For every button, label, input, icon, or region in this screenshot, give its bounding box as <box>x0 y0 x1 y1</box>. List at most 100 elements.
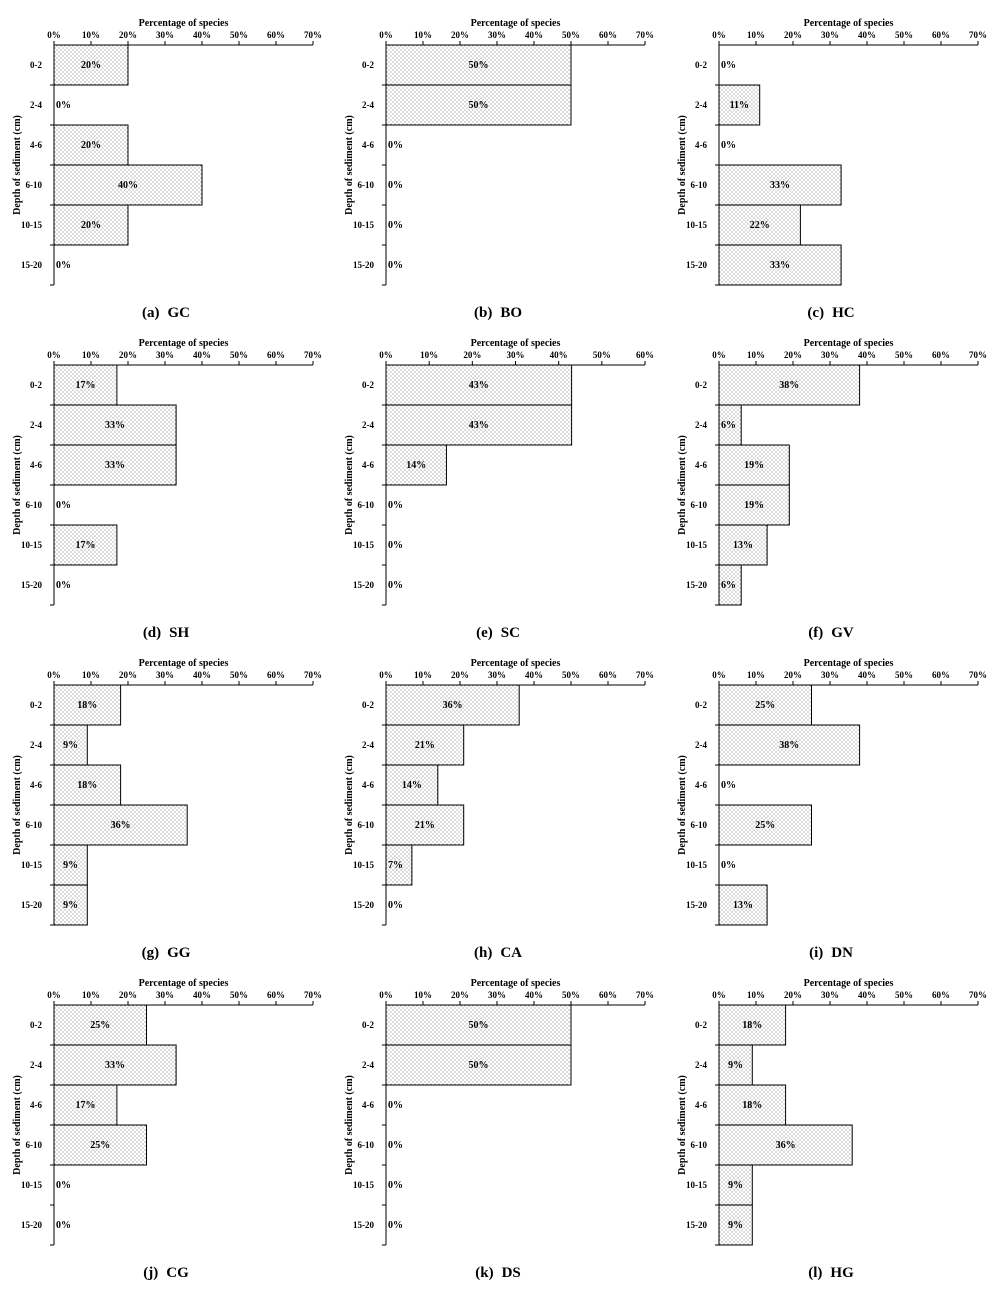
y-axis-title: Depth of sediment (cm) <box>12 115 23 215</box>
x-tick-label: 30% <box>488 990 506 1000</box>
y-tick-label: 15-20 <box>686 260 707 270</box>
bar <box>718 564 742 606</box>
y-axis-title: Depth of sediment (cm) <box>12 755 23 855</box>
data-label: 9% <box>728 1220 743 1231</box>
panel-caption: (h)CA <box>332 945 664 962</box>
y-tick-label: 15-20 <box>353 580 374 590</box>
y-axis-title: Depth of sediment (cm) <box>677 435 688 535</box>
panel-caption: (f)GV <box>665 625 997 642</box>
bar <box>385 364 573 406</box>
x-tick-label: 70% <box>969 350 987 360</box>
y-axis-title: Depth of sediment (cm) <box>344 755 355 855</box>
y-tick-label: 15-20 <box>353 260 374 270</box>
y-tick-label: 4-6 <box>362 1100 374 1110</box>
bar <box>53 444 177 486</box>
panel-letter: (j) <box>143 1265 159 1281</box>
data-label: 25% <box>755 700 775 711</box>
panel-caption: (a)GC <box>0 305 332 322</box>
y-tick-label: 10-15 <box>21 860 42 870</box>
y-tick-label: 6-10 <box>358 1140 375 1150</box>
x-tick-label: 0% <box>379 670 393 680</box>
panel-letter: (c) <box>807 305 825 321</box>
panel-letter: (k) <box>475 1265 494 1281</box>
x-tick-label: 60% <box>599 670 617 680</box>
x-tick-label: 70% <box>304 350 322 360</box>
bar <box>385 404 573 446</box>
y-axis-title: Depth of sediment (cm) <box>677 115 688 215</box>
x-tick-label: 50% <box>562 990 580 1000</box>
data-label: 38% <box>779 740 799 751</box>
x-tick-label: 60% <box>267 30 285 40</box>
data-label: 14% <box>406 460 426 471</box>
data-label: 50% <box>469 60 489 71</box>
x-tick-label: 0% <box>47 30 61 40</box>
y-axis-title: Depth of sediment (cm) <box>677 755 688 855</box>
data-label: 43% <box>469 420 489 431</box>
data-label: 20% <box>81 60 101 71</box>
bar <box>718 1164 753 1206</box>
bar <box>53 164 203 206</box>
x-tick-label: 40% <box>193 350 211 360</box>
panel-caption: (g)GG <box>0 945 332 962</box>
y-tick-label: 15-20 <box>686 1220 707 1230</box>
bar <box>53 764 122 806</box>
x-tick-label: 50% <box>895 30 913 40</box>
y-tick-label: 2-4 <box>695 420 707 430</box>
y-tick-label: 10-15 <box>21 220 42 230</box>
x-tick-label: 70% <box>304 990 322 1000</box>
data-label: 13% <box>733 900 753 911</box>
y-tick-label: 15-20 <box>21 900 42 910</box>
data-label: 0% <box>721 140 736 151</box>
panel-code: HG <box>830 1265 854 1281</box>
y-tick-label: 0-2 <box>362 60 374 70</box>
y-tick-label: 4-6 <box>30 460 42 470</box>
x-tick-label: 20% <box>784 990 802 1000</box>
data-label: 0% <box>388 140 403 151</box>
x-tick-label: 50% <box>230 990 248 1000</box>
data-label: 0% <box>56 100 71 111</box>
panel-caption: (e)SC <box>332 625 664 642</box>
y-axis-title: Depth of sediment (cm) <box>344 1075 355 1175</box>
panel-caption: (l)HG <box>665 1265 997 1282</box>
y-tick-label: 2-4 <box>30 420 42 430</box>
data-label: 33% <box>105 420 125 431</box>
data-label: 33% <box>770 180 790 191</box>
x-tick-label: 60% <box>267 990 285 1000</box>
x-axis-title: Percentage of species <box>471 338 561 349</box>
y-axis-title: Depth of sediment (cm) <box>344 115 355 215</box>
data-label: 19% <box>744 500 764 511</box>
x-tick-label: 40% <box>193 670 211 680</box>
y-tick-label: 15-20 <box>353 1220 374 1230</box>
data-label: 0% <box>388 220 403 231</box>
x-tick-label: 50% <box>895 990 913 1000</box>
bar <box>718 684 812 726</box>
data-label: 13% <box>733 540 753 551</box>
chart-svg: Percentage of species0%10%20%30%40%50%60… <box>344 658 654 926</box>
data-label: 21% <box>415 820 435 831</box>
x-tick-label: 40% <box>550 350 568 360</box>
x-tick-label: 0% <box>47 350 61 360</box>
y-axis-title: Depth of sediment (cm) <box>677 1075 688 1175</box>
data-label: 0% <box>56 1180 71 1191</box>
y-tick-label: 2-4 <box>362 740 374 750</box>
data-label: 43% <box>469 380 489 391</box>
data-label: 9% <box>728 1060 743 1071</box>
data-label: 0% <box>56 500 71 511</box>
data-label: 21% <box>415 740 435 751</box>
bar <box>718 524 768 566</box>
data-label: 17% <box>75 1100 95 1111</box>
x-tick-label: 70% <box>304 30 322 40</box>
data-label: 50% <box>469 1020 489 1031</box>
panel-code: HC <box>832 305 855 321</box>
y-tick-label: 4-6 <box>695 460 707 470</box>
y-tick-label: 0-2 <box>695 60 707 70</box>
x-tick-label: 10% <box>747 990 765 1000</box>
x-tick-label: 70% <box>636 670 654 680</box>
y-tick-label: 0-2 <box>695 1020 707 1030</box>
data-label: 18% <box>742 1100 762 1111</box>
panel-letter: (i) <box>809 945 824 961</box>
